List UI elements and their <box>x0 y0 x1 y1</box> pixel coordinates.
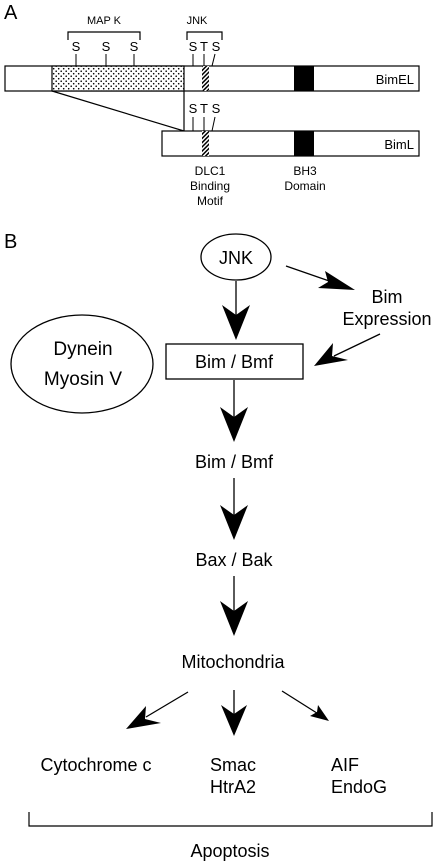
bh3-label-1: BH3 <box>293 164 317 178</box>
smac-label-2: HtrA2 <box>210 777 256 797</box>
biml-label: BimL <box>384 137 414 152</box>
arrow-jnk-to-bim-head <box>222 305 250 340</box>
dlc1-label-1: DLC1 <box>195 164 226 178</box>
bh3-label-2: Domain <box>284 179 325 193</box>
map-k-label: MAP K <box>87 15 122 27</box>
bim-expression-1: Bim <box>372 287 403 307</box>
bimel-mapk-region <box>51 65 185 92</box>
bimel-dlc1-motif <box>202 66 209 91</box>
apoptosis-label: Apoptosis <box>190 841 269 861</box>
dynein-label: Dynein <box>53 339 112 360</box>
aif-label-1: AIF <box>331 755 359 775</box>
jnk-site-s1: S <box>189 39 198 54</box>
arrow-to-aif-shaft <box>281 690 321 716</box>
myosin-label: Myosin V <box>44 369 122 390</box>
arrow-jnk-to-expression-head <box>318 271 355 290</box>
biml-site-s1: S <box>189 101 198 116</box>
bimel-site-ticks <box>75 53 216 67</box>
arrow-expression-to-bim-head <box>314 343 348 366</box>
bax-bak-label: Bax / Bak <box>195 550 273 570</box>
biml-bar <box>161 130 420 157</box>
arrow-to-cytochrome-head <box>126 706 161 729</box>
mapk-site-s1: S <box>72 39 81 54</box>
biml-dlc1-motif <box>202 131 209 156</box>
mitochondria-label: Mitochondria <box>181 652 285 672</box>
bim-bmf-box <box>165 343 304 380</box>
map-k-bracket <box>67 31 141 40</box>
bim-expression-2: Expression <box>342 309 431 329</box>
dlc1-label-2: Binding <box>190 179 230 193</box>
arrow-to-free-bim-head <box>220 407 248 442</box>
jnk-site-label: JNK <box>187 15 208 27</box>
aif-label-2: EndoG <box>331 777 387 797</box>
biml-site-t: T <box>200 101 208 116</box>
cytochrome-label: Cytochrome c <box>40 755 151 775</box>
mapk-site-s2: S <box>102 39 111 54</box>
dynein-myosin-node <box>10 314 154 414</box>
arrow-to-smac-head <box>221 705 247 736</box>
jnk-node-label: JNK <box>219 248 253 268</box>
arrow-to-mito-head <box>220 601 248 636</box>
bim-bmf-box-label: Bim / Bmf <box>195 352 274 372</box>
biml-site-ticks <box>192 116 216 132</box>
panel-a-label: A <box>4 2 18 24</box>
biml-bh3-domain <box>294 131 314 156</box>
jnk-site-t: T <box>200 39 208 54</box>
splice-line-left <box>51 90 185 132</box>
arrow-to-cytochrome-shaft <box>145 691 189 718</box>
jnk-site-s2: S <box>212 39 221 54</box>
dlc1-label-3: Motif <box>197 194 224 208</box>
panel-b-label: B <box>4 231 17 253</box>
mapk-site-s3: S <box>130 39 139 54</box>
arrow-jnk-to-expression-shaft <box>285 265 336 284</box>
jnk-node <box>200 233 272 281</box>
free-bim-bmf-label: Bim / Bmf <box>195 452 274 472</box>
jnk-bracket <box>186 31 223 40</box>
arrow-to-bax-head <box>220 505 248 540</box>
apoptosis-bracket <box>28 812 433 827</box>
arrow-expression-to-bim-shaft <box>333 333 381 357</box>
arrow-to-aif-head <box>310 705 329 721</box>
bimel-label: BimEL <box>376 72 414 87</box>
biml-site-s2: S <box>212 101 221 116</box>
bimel-bh3-domain <box>294 66 314 91</box>
smac-label-1: Smac <box>210 755 256 775</box>
